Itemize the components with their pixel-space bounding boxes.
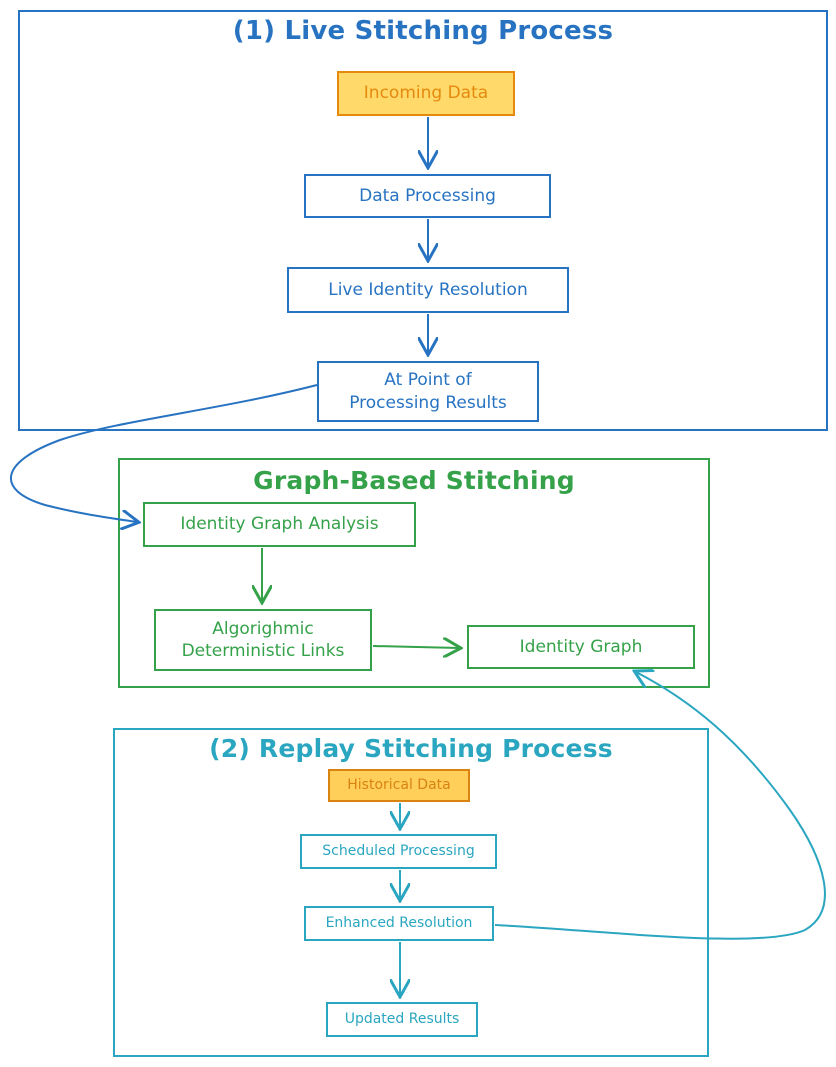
- identity-graph-analysis-node: Identity Graph Analysis: [143, 502, 416, 547]
- links-line2: Deterministic Links: [181, 641, 345, 661]
- data-processing-label: Data Processing: [359, 185, 496, 206]
- identity-graph-node: Identity Graph: [467, 625, 695, 669]
- updated-results-node: Updated Results: [326, 1002, 478, 1037]
- live-stitching-title: (1) Live Stitching Process: [232, 16, 614, 46]
- links-line1: Algorighmic: [212, 618, 314, 639]
- scheduled-processing-label: Scheduled Processing: [322, 843, 475, 860]
- historical-data-node: Historical Data: [328, 769, 470, 802]
- identity-graph-label: Identity Graph: [519, 636, 643, 657]
- updated-results-label: Updated Results: [344, 1011, 460, 1028]
- incoming-data-label: Incoming Data: [363, 83, 489, 104]
- graph-stitching-title: Graph-Based Stitching: [253, 466, 575, 495]
- live-stitching-section: (1) Live Stitching Process: [18, 10, 828, 431]
- historical-data-label: Historical Data: [347, 777, 451, 794]
- live-identity-resolution-label: Live Identity Resolution: [328, 279, 528, 300]
- point-results-line1: At Point of: [384, 370, 472, 391]
- enhanced-resolution-node: Enhanced Resolution: [304, 906, 494, 941]
- data-processing-node: Data Processing: [304, 174, 551, 218]
- incoming-data-node: Incoming Data: [337, 71, 515, 116]
- point-of-processing-results-node: At Point of Processing Results: [317, 361, 539, 422]
- replay-stitching-title: (2) Replay Stitching Process: [209, 734, 613, 763]
- live-identity-resolution-node: Live Identity Resolution: [287, 267, 569, 313]
- deterministic-links-node: Algorighmic Deterministic Links: [154, 609, 372, 671]
- point-results-line2: Processing Results: [349, 392, 507, 413]
- identity-graph-analysis-label: Identity Graph Analysis: [180, 514, 379, 535]
- enhanced-resolution-label: Enhanced Resolution: [325, 915, 473, 932]
- scheduled-processing-node: Scheduled Processing: [300, 834, 497, 869]
